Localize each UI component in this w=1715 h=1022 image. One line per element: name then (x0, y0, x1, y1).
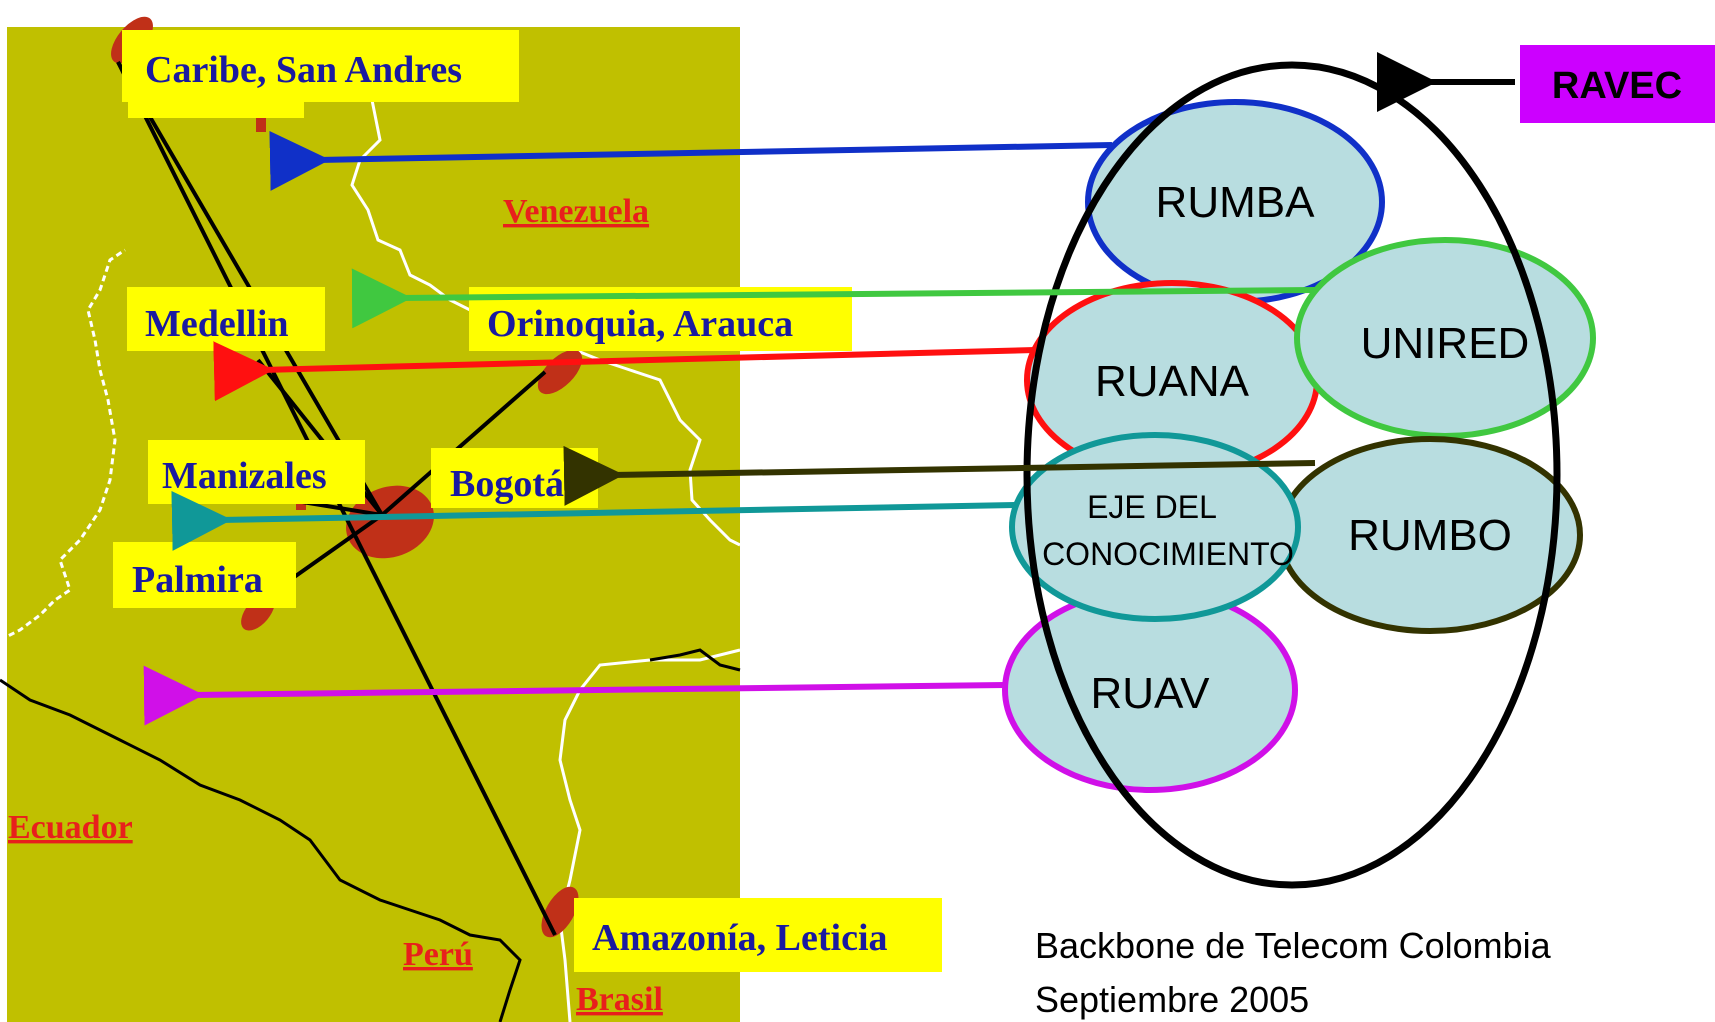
arrow-ruana (213, 341, 1036, 402)
arrow-ruav (143, 665, 1006, 726)
svg-text:Manizales: Manizales (162, 455, 327, 497)
country-label-peru: Perú (403, 936, 473, 973)
arrow-unired (351, 268, 1316, 329)
border-peru (0, 678, 522, 1022)
node-bogota (346, 485, 434, 559)
svg-text:Medellin: Medellin (145, 303, 289, 345)
network-ellipses: RUMBA RUANA UNIRED RUMBO RUAV EJE DEL CO… (1002, 99, 1596, 793)
colombia-map: Caribe, San Andres Medellin Orinoquia, A… (0, 16, 942, 1022)
city-label-medellin: Medellin (127, 287, 325, 351)
network-arrows (143, 52, 1515, 726)
border-colombia-south (649, 648, 741, 672)
svg-text:RUANA: RUANA (1095, 357, 1250, 406)
node-caribe-small (256, 118, 266, 132)
svg-text:RAVEC: RAVEC (1552, 65, 1682, 107)
footer-caption: Backbone de Telecom Colombia Septiembre … (1035, 925, 1552, 1020)
network-eje-del-conocimiento: EJE DEL CONOCIMIENTO (1009, 432, 1301, 622)
country-label-ecuador: Ecuador (8, 809, 133, 846)
arrow-rumba (269, 130, 1113, 191)
arrow-eje (171, 490, 1016, 551)
country-label-venezuela: Venezuela (503, 193, 649, 230)
country-label-brasil: Brasil (576, 981, 663, 1018)
svg-text:RUMBO: RUMBO (1348, 511, 1512, 560)
svg-text:Amazonía, Leticia: Amazonía, Leticia (592, 917, 888, 959)
network-ruav: RUAV (1002, 587, 1298, 793)
svg-text:RUMBA: RUMBA (1156, 178, 1316, 227)
city-label-orinoquia: Orinoquia, Arauca (469, 287, 852, 351)
border-ecuador (0, 248, 126, 642)
ravec-label: RAVEC (1520, 45, 1715, 123)
svg-text:EJE DEL: EJE DEL (1087, 489, 1217, 525)
svg-text:Septiembre 2005: Septiembre 2005 (1035, 979, 1309, 1020)
city-label-manizales: Manizales (148, 440, 365, 504)
city-label-amazonia: Amazonía, Leticia (574, 898, 942, 972)
svg-text:Backbone de Telecom Colombia: Backbone de Telecom Colombia (1035, 925, 1552, 966)
arrow-rumbo (563, 445, 1316, 506)
svg-text:Caribe, San Andres: Caribe, San Andres (145, 49, 462, 91)
svg-text:CONOCIMIENTO: CONOCIMIENTO (1042, 536, 1294, 572)
svg-text:Orinoquia, Arauca: Orinoquia, Arauca (487, 303, 793, 345)
city-label-bogota: Bogotá (431, 448, 598, 508)
svg-text:Bogotá: Bogotá (450, 463, 564, 505)
network-rumbo: RUMBO (1277, 436, 1583, 634)
ravec-boundary (1023, 61, 1561, 889)
svg-text:RUAV: RUAV (1091, 669, 1211, 718)
network-unired: UNIRED (1294, 237, 1596, 439)
svg-text:UNIRED: UNIRED (1361, 319, 1530, 368)
svg-text:Palmira: Palmira (132, 559, 263, 601)
network-rumba: RUMBA (1085, 99, 1385, 305)
city-label-caribe: Caribe, San Andres (122, 30, 519, 118)
city-label-palmira: Palmira (113, 542, 296, 608)
